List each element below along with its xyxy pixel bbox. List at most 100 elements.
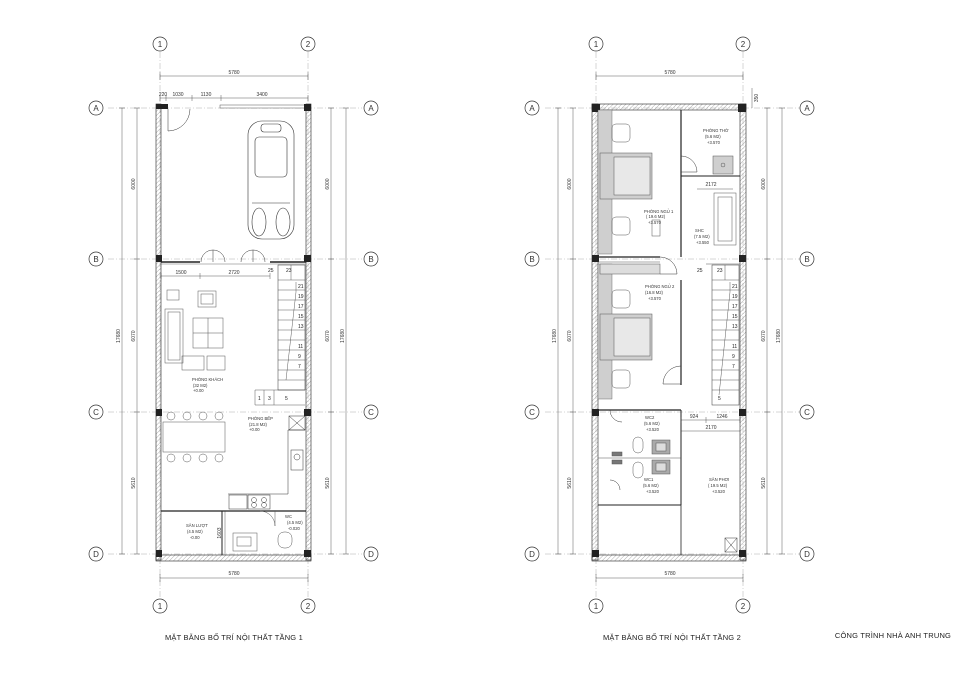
- project-caption: CÔNG TRÌNH NHÀ ANH TRUNG: [835, 631, 951, 640]
- plan2-dim-17680-left: 17680: [552, 329, 558, 343]
- plan2-grid-lines: [545, 52, 800, 598]
- grid-bubble-D-left: D: [88, 546, 104, 562]
- plan2-width-top: 5780: [664, 70, 675, 76]
- plan1-walls: [155, 103, 312, 562]
- room-wc-level: -0.020: [288, 526, 301, 531]
- room-phong-ngu-2-level: +3.570: [648, 296, 662, 301]
- plan2-dim-2172: 2172: [705, 182, 716, 188]
- room-shc-area: (7.5 M2): [694, 234, 710, 239]
- plan1-mid-dimension: [160, 273, 271, 279]
- plan1-dim-17680-right: 17680: [340, 329, 346, 343]
- svg-text:15: 15: [298, 314, 304, 320]
- room-phong-tho-name: PHÒNG THỜ: [703, 128, 729, 133]
- plan1-dim-6000-right: 6000: [325, 178, 331, 189]
- room-san-luot-name: SÂN LƯỢT: [186, 523, 208, 528]
- plan2-dim-17680-right: 17680: [776, 329, 782, 343]
- plan2-stair-numbers: 25 23 21 19 17 15 13 11 9 7 5: [697, 268, 738, 402]
- room-shc-level: +3.550: [696, 240, 710, 245]
- plan2-staircase: 25 23 21 19 17 15 13 11 9 7 5: [697, 264, 740, 406]
- svg-text:17: 17: [298, 304, 304, 310]
- grid-bubble-A-left: A: [88, 100, 104, 116]
- grid-bubble-C-left: C: [88, 404, 104, 420]
- room-phong-tho-area: (5.6 M2): [705, 134, 721, 139]
- room-phong-ngu-1-level: +3.570: [648, 220, 662, 225]
- svg-text:2: 2: [741, 40, 746, 49]
- grid-bubble-1-bottom: 1: [152, 598, 168, 614]
- room-san-phoi-level: +3.520: [712, 489, 726, 494]
- svg-text:11: 11: [732, 344, 737, 350]
- svg-text:B: B: [368, 255, 373, 264]
- svg-text:7: 7: [298, 364, 301, 370]
- svg-text:C: C: [529, 408, 535, 417]
- plan2-bedroom2-furniture: [599, 263, 661, 389]
- room-san-luot-area: (4.5 M2): [187, 529, 203, 534]
- svg-text:9: 9: [732, 354, 735, 360]
- plan1-dim-17680-left: 17680: [116, 329, 122, 343]
- room-phong-bep-name: PHÒNG BẾP: [248, 416, 273, 421]
- svg-text:19: 19: [732, 294, 738, 300]
- room-phong-ngu-1-name: PHÒNG NGỦ 1: [644, 209, 674, 214]
- grid-bubble-D-right: D: [363, 546, 379, 562]
- grid-bubble-B-left: B: [88, 251, 104, 267]
- svg-text:13: 13: [732, 324, 738, 330]
- plan2-bedroom1-furniture: [599, 123, 661, 237]
- svg-text:D: D: [529, 550, 535, 559]
- plan1-staircase: 25 23 21 19 17 15 13 11 9 7 1 3 5: [254, 264, 306, 406]
- svg-text:B: B: [804, 255, 809, 264]
- grid-bubble-D-right: D: [799, 546, 815, 562]
- svg-text:D: D: [368, 550, 374, 559]
- grid-bubble-A-left: A: [524, 100, 540, 116]
- svg-text:7: 7: [732, 364, 735, 370]
- plan1-caption: MẶT BẰNG BỐ TRÍ NỘI THẤT TẦNG 1: [165, 632, 303, 642]
- svg-text:21: 21: [732, 284, 738, 290]
- plan1-entrance-door: [167, 108, 191, 132]
- plan2-wc-fixtures: [611, 436, 671, 479]
- svg-text:23: 23: [717, 268, 723, 274]
- room-phong-khach-name: PHÒNG KHÁCH: [192, 377, 223, 382]
- svg-text:3: 3: [268, 396, 271, 402]
- plan1-side-dimensions: [119, 107, 349, 555]
- svg-text:1: 1: [258, 396, 261, 402]
- grid-bubble-1-bottom: 1: [588, 598, 604, 614]
- room-wc1-level: +3.520: [646, 489, 660, 494]
- room-wc1-name: WC1: [644, 477, 654, 482]
- grid-bubble-2-bottom: 2: [300, 598, 316, 614]
- grid-bubble-1-top: 1: [152, 36, 168, 52]
- svg-text:D: D: [93, 550, 99, 559]
- svg-text:1: 1: [158, 40, 163, 49]
- svg-text:11: 11: [298, 344, 303, 350]
- grid-bubble-B-right: B: [363, 251, 379, 267]
- plan1-dim-2720: 2720: [228, 270, 239, 276]
- grid-bubble-A-right: A: [799, 100, 815, 116]
- plan-1: 1 2 1 2 A B C D A B C D 5780 220 1030 11…: [88, 36, 379, 642]
- svg-text:2: 2: [306, 40, 311, 49]
- grid-bubble-2-top: 2: [735, 36, 751, 52]
- svg-text:B: B: [529, 255, 534, 264]
- plan2-dim-5610-left: 5610: [567, 477, 573, 488]
- svg-text:5: 5: [285, 396, 288, 402]
- plan2-dim-5610-right: 5610: [761, 477, 767, 488]
- plan1-dim-6070-left: 6070: [131, 330, 137, 341]
- svg-text:A: A: [93, 104, 99, 113]
- plan2-stair-dims: [680, 417, 741, 432]
- grid-bubble-A-right: A: [363, 100, 379, 116]
- plan2-grid-bubbles: 1 2 1 2 A B C D A B C D: [524, 36, 815, 614]
- svg-text:2: 2: [741, 602, 746, 611]
- grid-bubble-C-right: C: [363, 404, 379, 420]
- grid-bubble-B-right: B: [799, 251, 815, 267]
- room-phong-bep-level: +0.00: [249, 427, 260, 432]
- plan2-dimension-lines: [555, 72, 785, 582]
- room-wc1-area: (5.6 M2): [643, 483, 659, 488]
- plan2-dim-924: 924: [690, 414, 699, 420]
- plan-2: 1 2 1 2 A B C D A B C D: [524, 36, 815, 642]
- room-wc-area: (4.5 M2): [287, 520, 303, 525]
- svg-text:13: 13: [298, 324, 304, 330]
- plan1-grid-bubbles: 1 2 1 2 A B C D A B C D: [88, 36, 379, 614]
- svg-text:17: 17: [732, 304, 738, 310]
- plan1-dim-1130: 1130: [201, 92, 212, 98]
- svg-text:1: 1: [594, 602, 599, 611]
- plan1-wc-fixtures: [232, 510, 293, 552]
- plan1-dim-220: 220: [159, 92, 168, 98]
